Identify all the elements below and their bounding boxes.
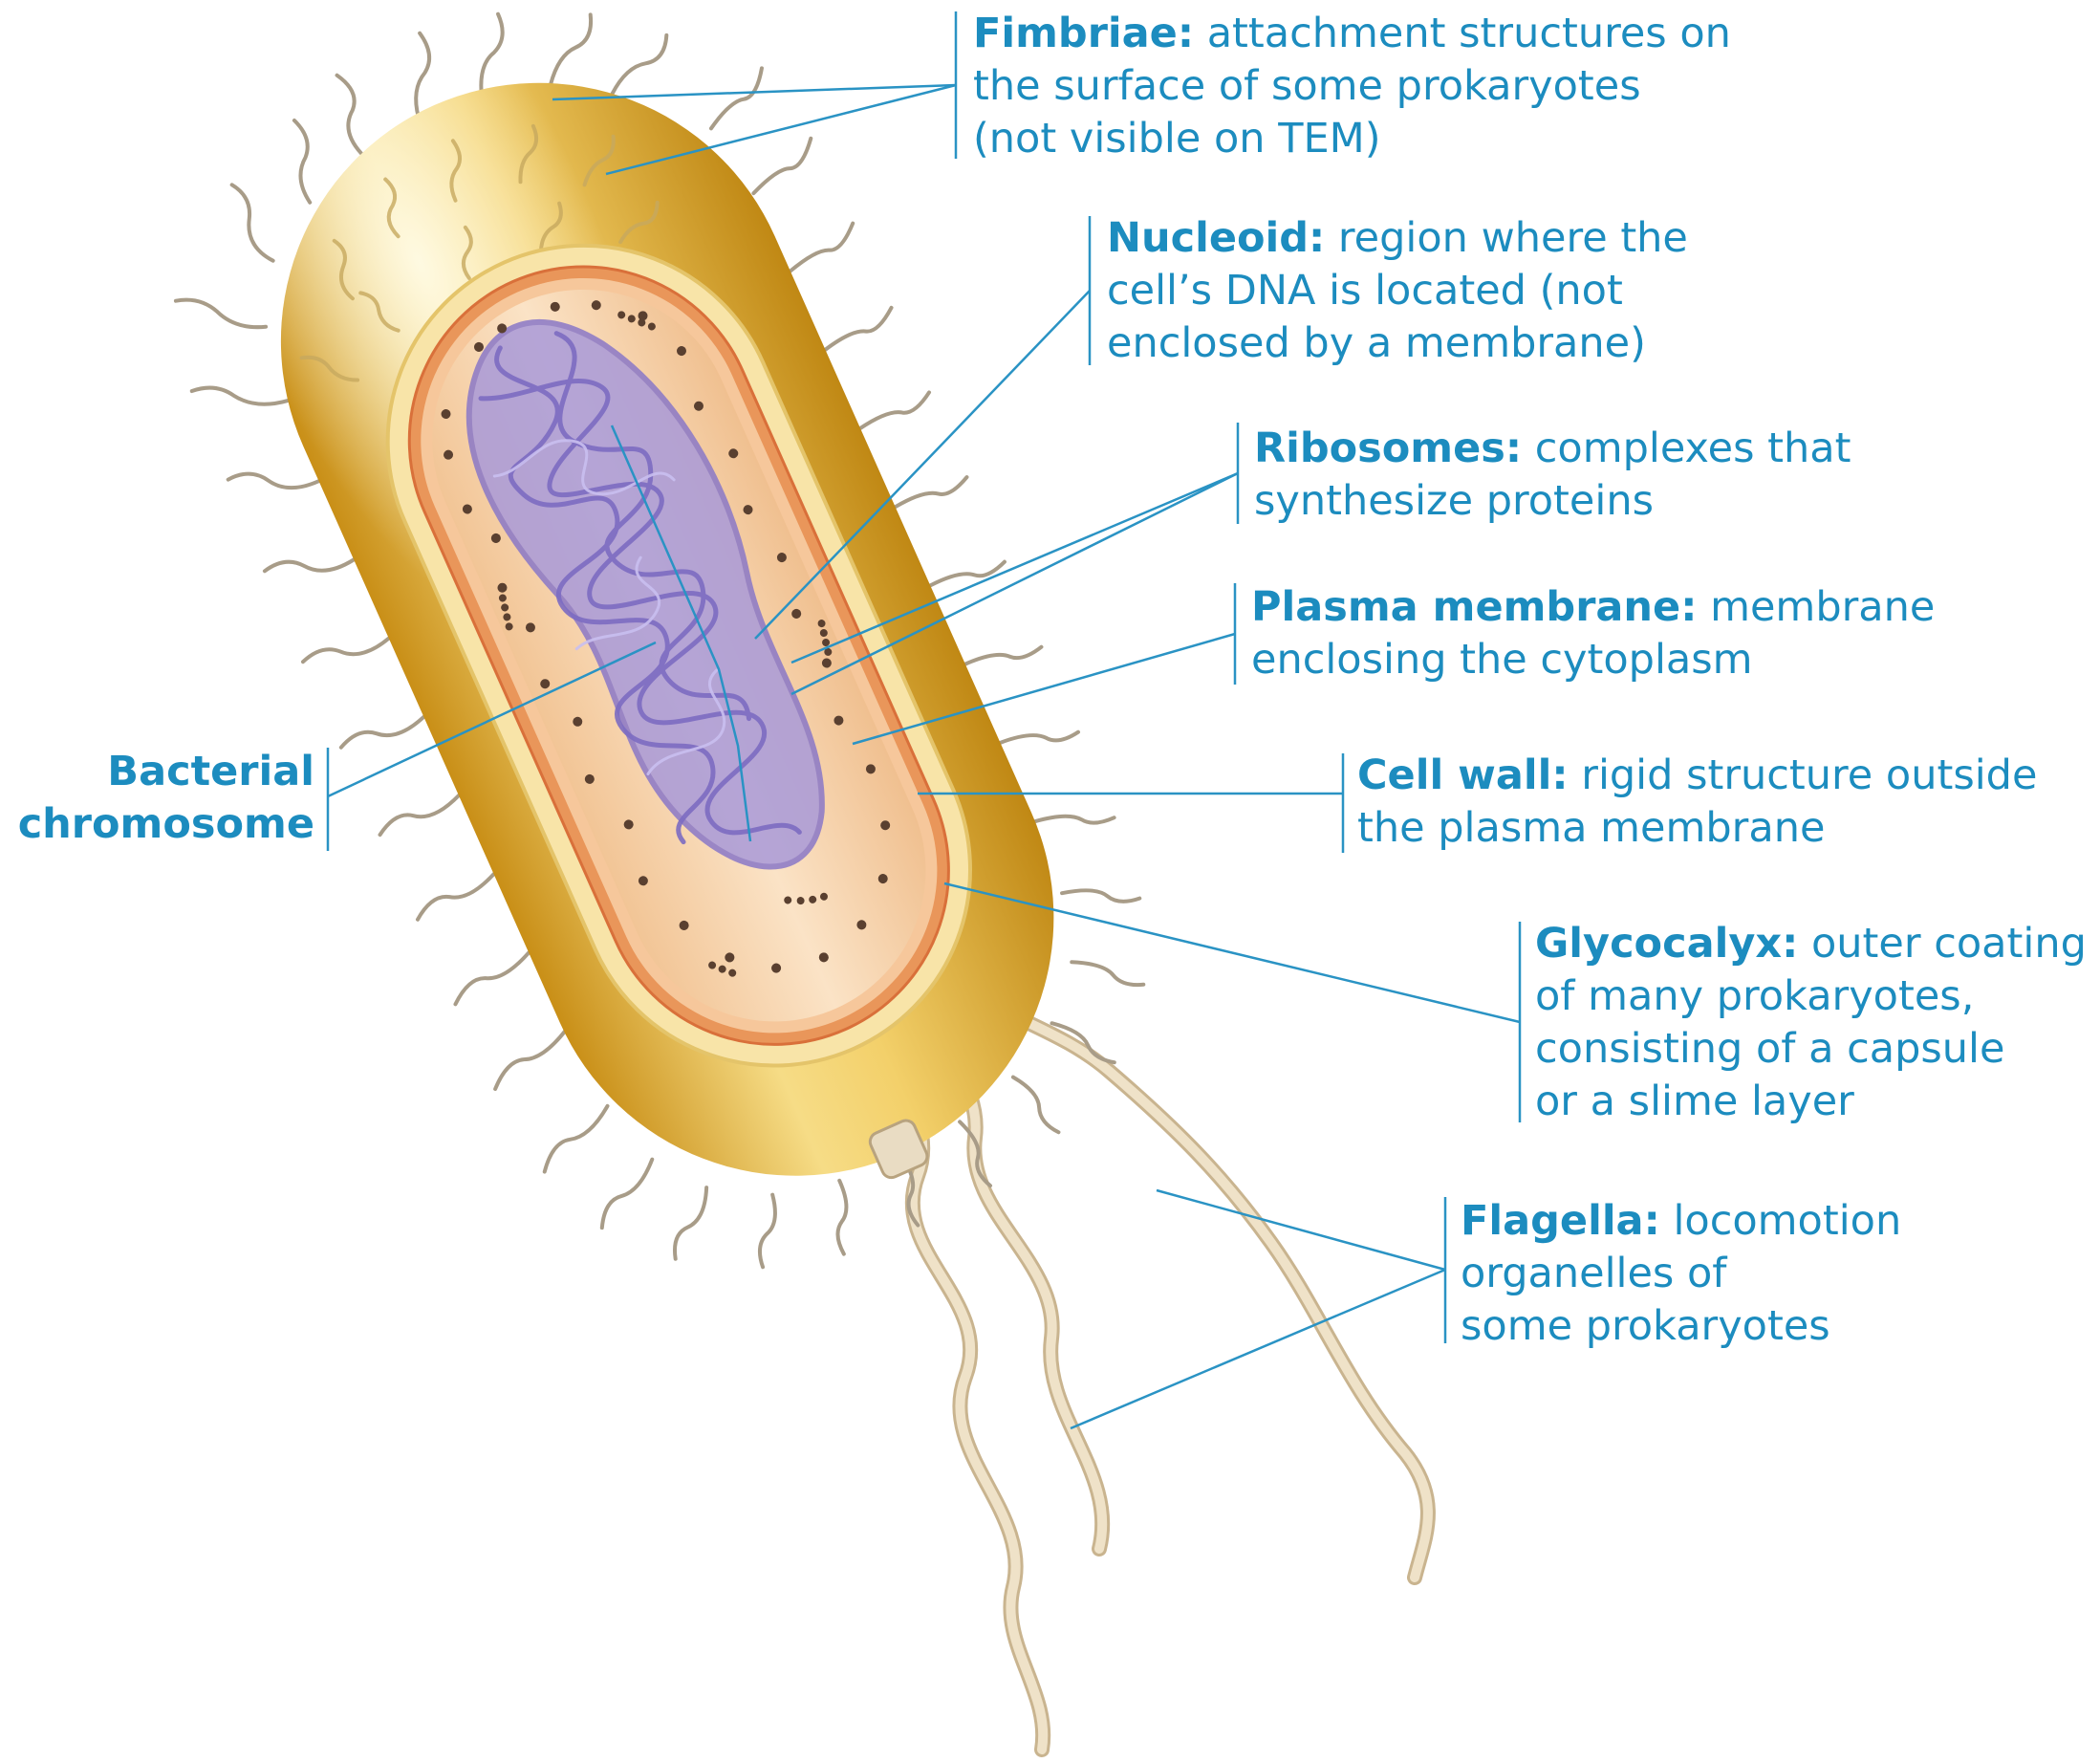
desc-line: (not visible on TEM)	[973, 115, 1381, 163]
label-cell-wall: Cell wall: rigid structure outside the p…	[1357, 750, 2037, 855]
desc-line: locomotion	[1673, 1197, 1902, 1245]
desc-line: rigid structure outside	[1581, 751, 2038, 799]
term-bacterial: Bacterial	[107, 748, 314, 795]
desc-line: cell’s DNA is located (not	[1107, 267, 1623, 315]
desc-line: the plasma membrane	[1357, 804, 1826, 852]
term-ribosomes: Ribosomes:	[1254, 424, 1523, 472]
fimbriae	[173, 11, 1146, 1270]
label-plasma-membrane: Plasma membrane: membrane enclosing the …	[1251, 581, 1935, 686]
desc-line: enclosed by a membrane)	[1107, 319, 1646, 367]
desc-line: some prokaryotes	[1461, 1302, 1830, 1350]
desc-line: attachment structures on	[1206, 10, 1731, 57]
term-plasma-membrane: Plasma membrane:	[1251, 583, 1698, 631]
label-flagella: Flagella: locomotion organelles of some …	[1461, 1195, 1901, 1353]
desc-line: organelles of	[1461, 1250, 1727, 1297]
desc-line: of many prokaryotes,	[1535, 972, 1975, 1020]
desc-line: membrane	[1710, 583, 1936, 631]
ribosomes	[441, 300, 891, 977]
desc-line: outer coating	[1810, 920, 2087, 968]
label-ribosomes: Ribosomes: complexes that synthesize pro…	[1254, 423, 1851, 528]
term-fimbriae: Fimbriae:	[973, 10, 1195, 57]
desc-line: enclosing the cytoplasm	[1251, 636, 1753, 684]
term-nucleoid: Nucleoid:	[1107, 214, 1326, 262]
desc-line: complexes that	[1534, 424, 1851, 472]
desc-line: the surface of some prokaryotes	[973, 62, 1641, 110]
label-nucleoid: Nucleoid: region where the cell’s DNA is…	[1107, 212, 1688, 370]
leader-lines	[326, 11, 1522, 1430]
term-glycocalyx: Glycocalyx:	[1535, 920, 1799, 968]
term-chromosome: chromosome	[17, 800, 314, 848]
term-cell-wall: Cell wall:	[1357, 751, 1569, 799]
label-fimbriae: Fimbriae: attachment structures on the s…	[973, 8, 1731, 165]
desc-line: consisting of a capsule	[1535, 1025, 2005, 1073]
desc-line: synthesize proteins	[1254, 477, 1654, 525]
label-bacterial-chromosome: Bacterial chromosome	[18, 746, 314, 851]
term-flagella: Flagella:	[1461, 1197, 1660, 1245]
label-glycocalyx: Glycocalyx: outer coating of many prokar…	[1535, 918, 2087, 1128]
desc-line: or a slime layer	[1535, 1077, 1854, 1125]
desc-line: region where the	[1337, 214, 1688, 262]
